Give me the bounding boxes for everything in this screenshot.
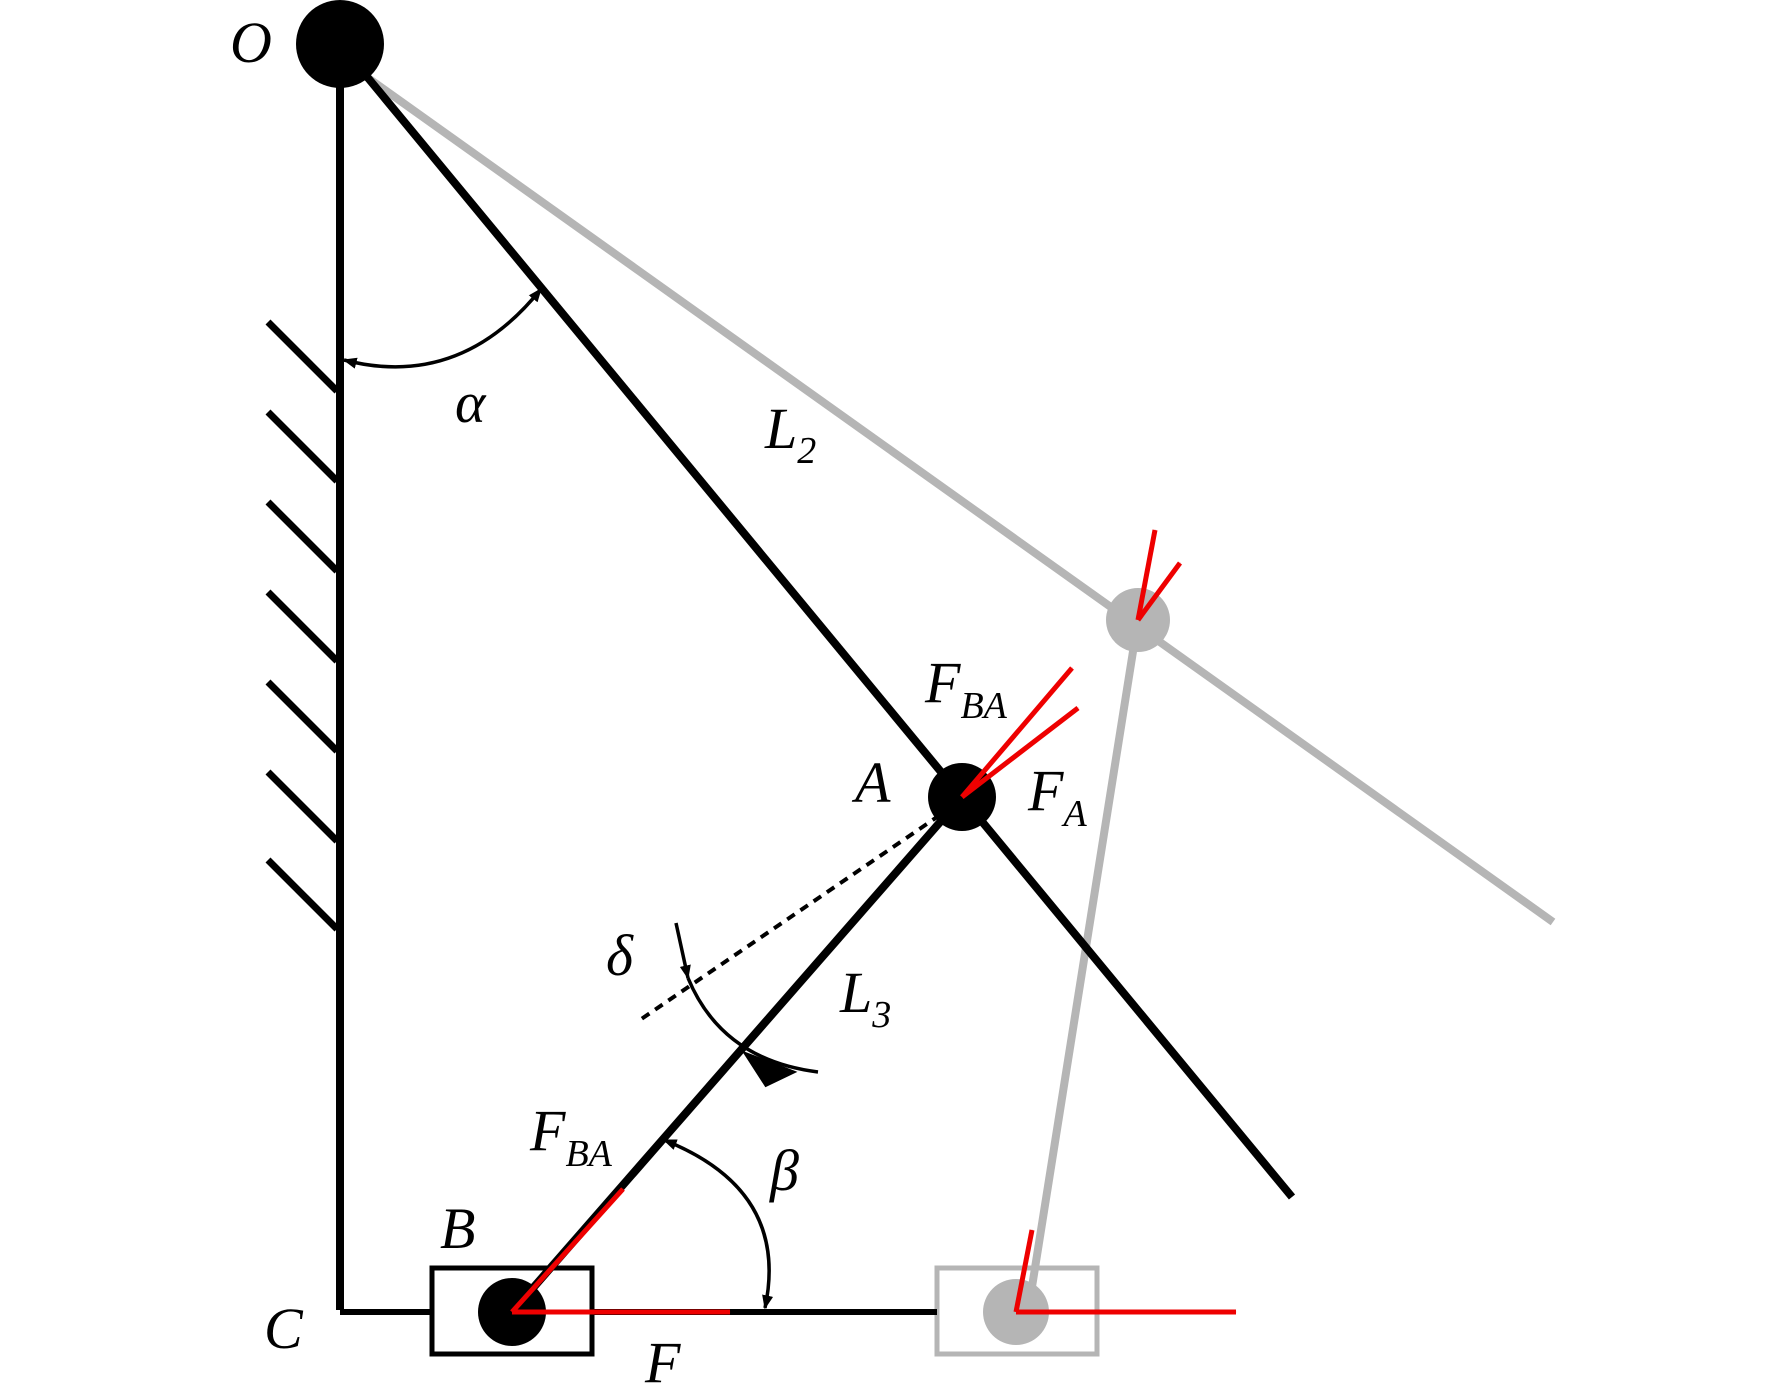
link-l2 — [336, 41, 1296, 1200]
label-f-a: FA — [1027, 758, 1087, 835]
delta-arrow-bottom — [741, 1050, 798, 1088]
ghost-link-l2 — [337, 54, 1556, 926]
ghost-link-l3 — [1024, 619, 1142, 1313]
label-l2: L2 — [764, 396, 816, 472]
label-beta: β — [769, 1138, 799, 1203]
label-f-ba-bottom: FBA — [529, 1098, 613, 1175]
delta-arrow-top — [674, 922, 691, 980]
mechanism — [296, 0, 1296, 1357]
beta-arc — [662, 1138, 774, 1310]
label-a: A — [851, 750, 891, 815]
label-f-ba-top: FBA — [924, 650, 1008, 727]
angle-arcs — [342, 287, 819, 1310]
reference-dotted-line — [635, 813, 942, 1024]
label-f: F — [644, 1330, 681, 1392]
ghost-force-3 — [1013, 1229, 1035, 1313]
ghost-force-2 — [1135, 561, 1183, 622]
label-c: C — [264, 1296, 304, 1361]
label-b: B — [440, 1196, 475, 1261]
force-f-ba-at-b — [510, 1187, 625, 1314]
force-vectors — [510, 529, 1237, 1315]
delta-arc — [686, 977, 819, 1074]
force-f-ba-at-a — [960, 666, 1074, 799]
pivot-o — [296, 0, 384, 88]
label-delta: δ — [606, 923, 634, 988]
wall-hatching — [265, 319, 340, 932]
label-l3: L3 — [839, 960, 891, 1036]
force-f-a — [960, 706, 1080, 799]
ghost-force-1 — [1135, 529, 1158, 621]
label-o: O — [230, 10, 272, 75]
frame — [265, 44, 937, 1315]
alpha-arc — [342, 287, 543, 369]
labels: O α L2 FBA A FA δ L3 FBA β B C F — [230, 10, 1087, 1392]
label-alpha: α — [455, 370, 487, 435]
